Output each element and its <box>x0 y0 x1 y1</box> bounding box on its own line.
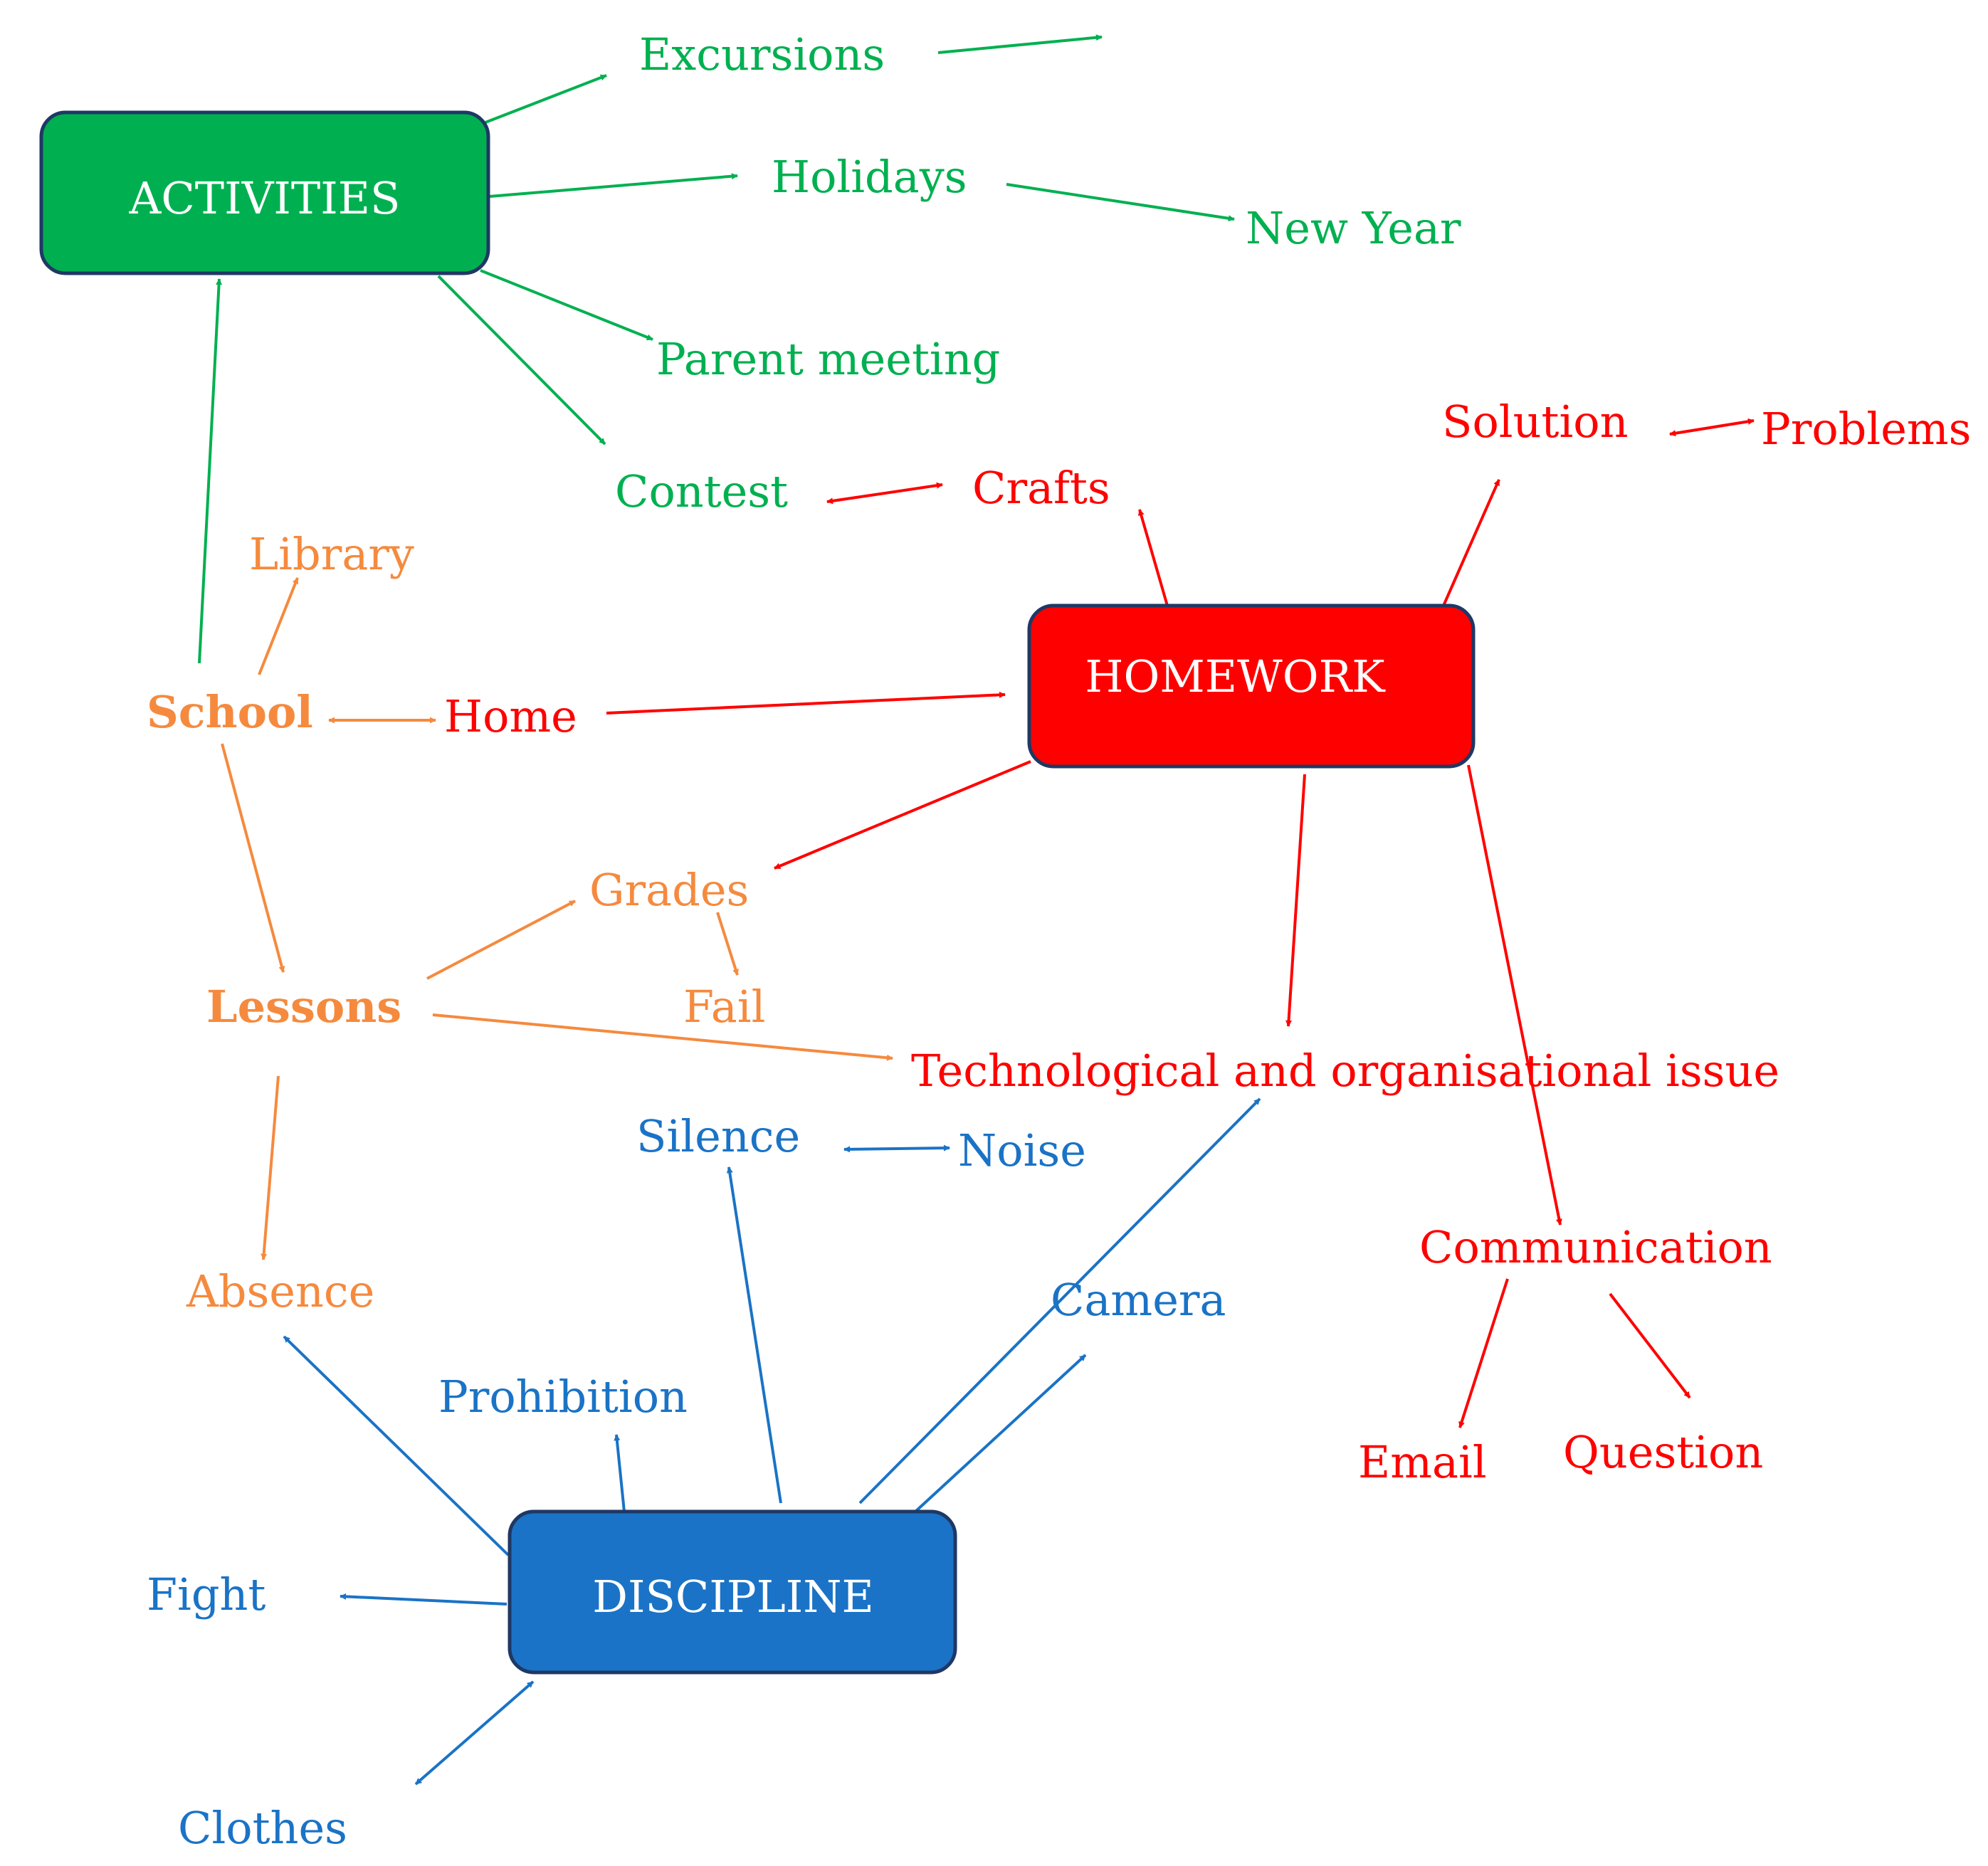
arrow-discipline-fight <box>340 1593 507 1606</box>
label-fail: Fail <box>683 981 765 1033</box>
arrow-homework-solution <box>1442 479 1500 606</box>
label-prohibition: Prohibition <box>438 1371 688 1423</box>
arrow-school-library <box>258 577 299 675</box>
arrow-homework-communication <box>1467 764 1562 1225</box>
label-excursions: Excursions <box>639 28 885 80</box>
label-communication: Communication <box>1419 1221 1772 1273</box>
label-new-year: New Year <box>1246 202 1461 254</box>
arrow-excursions-right <box>937 34 1103 54</box>
label-clothes: Clothes <box>178 1802 347 1854</box>
label-lessons: Lessons <box>206 981 401 1033</box>
arrow-discipline-camera <box>914 1354 1087 1513</box>
activities-node: ACTIVITIES <box>39 110 490 275</box>
arrow-discipline-technological <box>858 1097 1261 1504</box>
arrow-homework-technological <box>1285 774 1306 1027</box>
label-noise: Noise <box>958 1124 1086 1176</box>
arrow-silence-noise <box>843 1144 950 1153</box>
arrow-discipline-prohibition <box>614 1434 626 1512</box>
label-absence: Absence <box>186 1265 374 1317</box>
label-fight: Fight <box>147 1569 265 1620</box>
arrow-activities-excursions <box>485 74 607 124</box>
label-solution: Solution <box>1442 396 1629 448</box>
arrow-home-homework <box>606 691 1006 715</box>
arrow-holidays-new-year <box>1006 183 1235 222</box>
activities-title: ACTIVITIES <box>129 172 401 224</box>
label-technological-issue: Technological and organisational issue <box>911 1045 1779 1097</box>
label-holidays: Holidays <box>772 151 967 203</box>
arrow-lessons-grades <box>426 900 576 980</box>
homework-title: HOMEWORK <box>1085 650 1386 702</box>
label-problems: Problems <box>1761 403 1972 455</box>
arrow-activities-contest <box>437 275 606 446</box>
label-grades: Grades <box>589 864 749 916</box>
arrow-homework-grades <box>774 760 1031 870</box>
arrow-discipline-absence <box>283 1335 510 1556</box>
label-email: Email <box>1358 1436 1487 1488</box>
arrow-discipline-silence <box>726 1166 782 1504</box>
arrow-homework-crafts <box>1137 509 1169 606</box>
label-library: Library <box>249 528 414 580</box>
label-home: Home <box>444 690 577 742</box>
arrow-contest-crafts <box>826 482 943 505</box>
label-crafts: Crafts <box>972 462 1110 514</box>
discipline-title: DISCIPLINE <box>592 1571 874 1623</box>
arrow-solution-problems <box>1669 418 1755 437</box>
arrow-school-activities <box>198 278 223 664</box>
arrow-school-lessons <box>221 743 285 973</box>
label-school: School <box>147 686 313 738</box>
arrow-lessons-technological <box>432 1013 893 1061</box>
arrow-communication-question <box>1609 1292 1691 1399</box>
label-silence: Silence <box>636 1110 800 1162</box>
arrow-grades-fail <box>716 912 739 976</box>
label-parent-meeting: Parent meeting <box>656 333 1000 385</box>
label-camera: Camera <box>1051 1274 1226 1326</box>
label-question: Question <box>1563 1426 1763 1478</box>
label-contest: Contest <box>615 465 788 517</box>
arrow-activities-holidays <box>489 173 738 198</box>
arrow-activities-parent-meeting <box>480 269 653 341</box>
arrow-lessons-absence <box>261 1075 280 1260</box>
homework-node: HOMEWORK <box>1027 603 1476 769</box>
arrow-discipline-clothes <box>414 1680 535 1786</box>
discipline-node: DISCIPLINE <box>507 1509 957 1675</box>
arrow-communication-email <box>1458 1278 1509 1428</box>
